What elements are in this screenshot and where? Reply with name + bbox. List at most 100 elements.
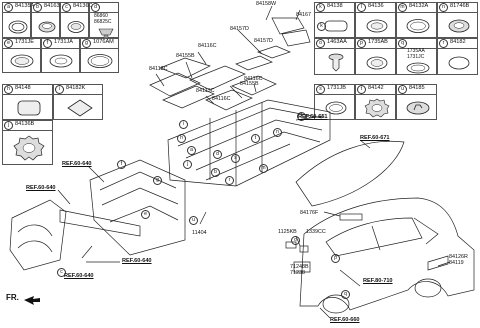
legend-cell-s: s 1731JB <box>314 84 355 120</box>
grommet-icon <box>406 19 430 33</box>
reference-link[interactable]: REF.60-651 <box>298 114 328 120</box>
gear-plug-icon <box>13 135 45 161</box>
part-number: 84132A <box>409 3 429 9</box>
legend-cell-c: c 84136C <box>60 2 93 38</box>
callout-marker: b <box>211 168 220 177</box>
callout-letter: d <box>91 3 100 12</box>
floor-pad <box>281 29 311 47</box>
small-part <box>299 245 309 253</box>
body-side <box>299 197 475 311</box>
part-number: 84182K <box>66 85 86 91</box>
legend-cell-m: m 84132A <box>396 2 437 38</box>
floor-pad <box>235 55 273 71</box>
part-label: 84119 <box>449 260 464 266</box>
legend-cell-p: p 1735AB <box>355 38 396 75</box>
callout-letter: m <box>398 3 407 12</box>
small-part <box>339 213 363 221</box>
part-number: 84136B <box>15 121 35 127</box>
grommet-icon <box>366 56 388 70</box>
front-label: FR. <box>6 293 19 302</box>
floor-pad <box>189 65 246 91</box>
legend-cell-h: h 84148 <box>2 84 53 120</box>
part-number: 86860 <box>94 13 108 19</box>
floor-pad <box>271 17 305 35</box>
reference-link[interactable]: REF.60-640 <box>64 273 94 279</box>
floor-panel <box>167 99 331 187</box>
dash-panel <box>89 159 186 256</box>
part-number: 1731JC <box>407 54 425 60</box>
part-label: 84126R <box>449 254 468 260</box>
reference-link[interactable]: REF.60-640 <box>26 185 56 191</box>
callout-letter: g <box>82 39 91 48</box>
callout-letter: t <box>357 85 366 94</box>
front-arrow-icon <box>24 296 40 305</box>
callout-marker: j <box>183 160 192 169</box>
floor-pad <box>149 72 201 97</box>
part-number: 1731JE <box>15 39 34 45</box>
reference-link[interactable]: REF.80-710 <box>363 278 393 284</box>
callout-marker: m <box>259 164 268 173</box>
grommet-icon <box>8 20 28 34</box>
part-label: 71248B <box>290 264 309 270</box>
part-number: 84163 <box>44 3 60 9</box>
part-label: 84158W <box>256 1 277 7</box>
floor-pad <box>205 89 253 111</box>
legend-cell-g: g 1076AM <box>80 38 119 73</box>
part-number: 84142 <box>368 85 384 91</box>
part-label: 84157D <box>254 38 273 44</box>
part-label: 71238 <box>290 270 305 276</box>
callout-letter: r <box>439 39 448 48</box>
legend-cell-a: a 84135A <box>2 2 35 38</box>
part-label: 84116C <box>212 96 231 102</box>
part-label: 84167 <box>296 12 311 18</box>
callout-letter: p <box>357 39 366 48</box>
part-number: 84136 <box>368 3 384 9</box>
part-number: 84135A <box>15 3 35 9</box>
floor-pad <box>162 85 215 109</box>
callout-letter: i <box>55 85 64 94</box>
part-label: 84176F <box>300 210 319 216</box>
part-label: 84113C <box>149 66 168 72</box>
legend-cell-u: u 84185 <box>396 84 437 120</box>
part-number: 1735AA <box>407 48 425 54</box>
callout-marker: k <box>317 22 326 31</box>
callout-marker: p <box>331 254 340 263</box>
small-part <box>427 255 449 271</box>
roof-panel <box>295 140 405 207</box>
callout-marker: l <box>297 112 306 121</box>
grommet-icon <box>366 19 388 33</box>
callout-marker: d <box>213 150 222 159</box>
legend-cell-o: o 1463AA <box>314 38 355 75</box>
reference-link[interactable]: REF.60-640 <box>62 161 92 167</box>
grommet-icon <box>325 101 347 115</box>
legend-cell-e: e 1731JE <box>2 38 41 73</box>
clip-icon <box>328 53 344 72</box>
callout-marker: r <box>225 176 234 185</box>
legend-cell-i: i 84182K <box>53 84 103 120</box>
floor-pad <box>257 45 291 59</box>
pad-icon <box>17 100 41 116</box>
callout-marker: i <box>179 120 188 129</box>
callout-marker: f <box>117 160 126 169</box>
plug-icon <box>67 21 85 33</box>
pad-icon <box>67 99 93 117</box>
reference-link[interactable]: REF.60-640 <box>122 258 152 264</box>
callout-marker: s <box>231 154 240 163</box>
callout-letter: h <box>4 85 13 94</box>
legend-cell-d: d 86860 86825C <box>89 2 119 39</box>
cross-member <box>59 209 141 237</box>
part-label: 84155B <box>240 81 259 87</box>
callout-marker: n <box>273 128 282 137</box>
legend-cell-t: t 84142 <box>355 84 396 120</box>
callout-letter: a <box>4 3 13 12</box>
part-number: 1735AB <box>368 39 388 45</box>
part-number: 1731JB <box>327 85 346 91</box>
legend-cell-j: j 84136B <box>2 120 53 165</box>
reference-link[interactable]: REF.60-671 <box>360 135 390 141</box>
callout-letter: j <box>4 121 13 130</box>
part-label: 84157D <box>230 26 249 32</box>
part-number: 84182 <box>450 39 466 45</box>
reference-link[interactable]: REF.60-660 <box>330 317 360 323</box>
callout-marker: u <box>189 216 198 225</box>
